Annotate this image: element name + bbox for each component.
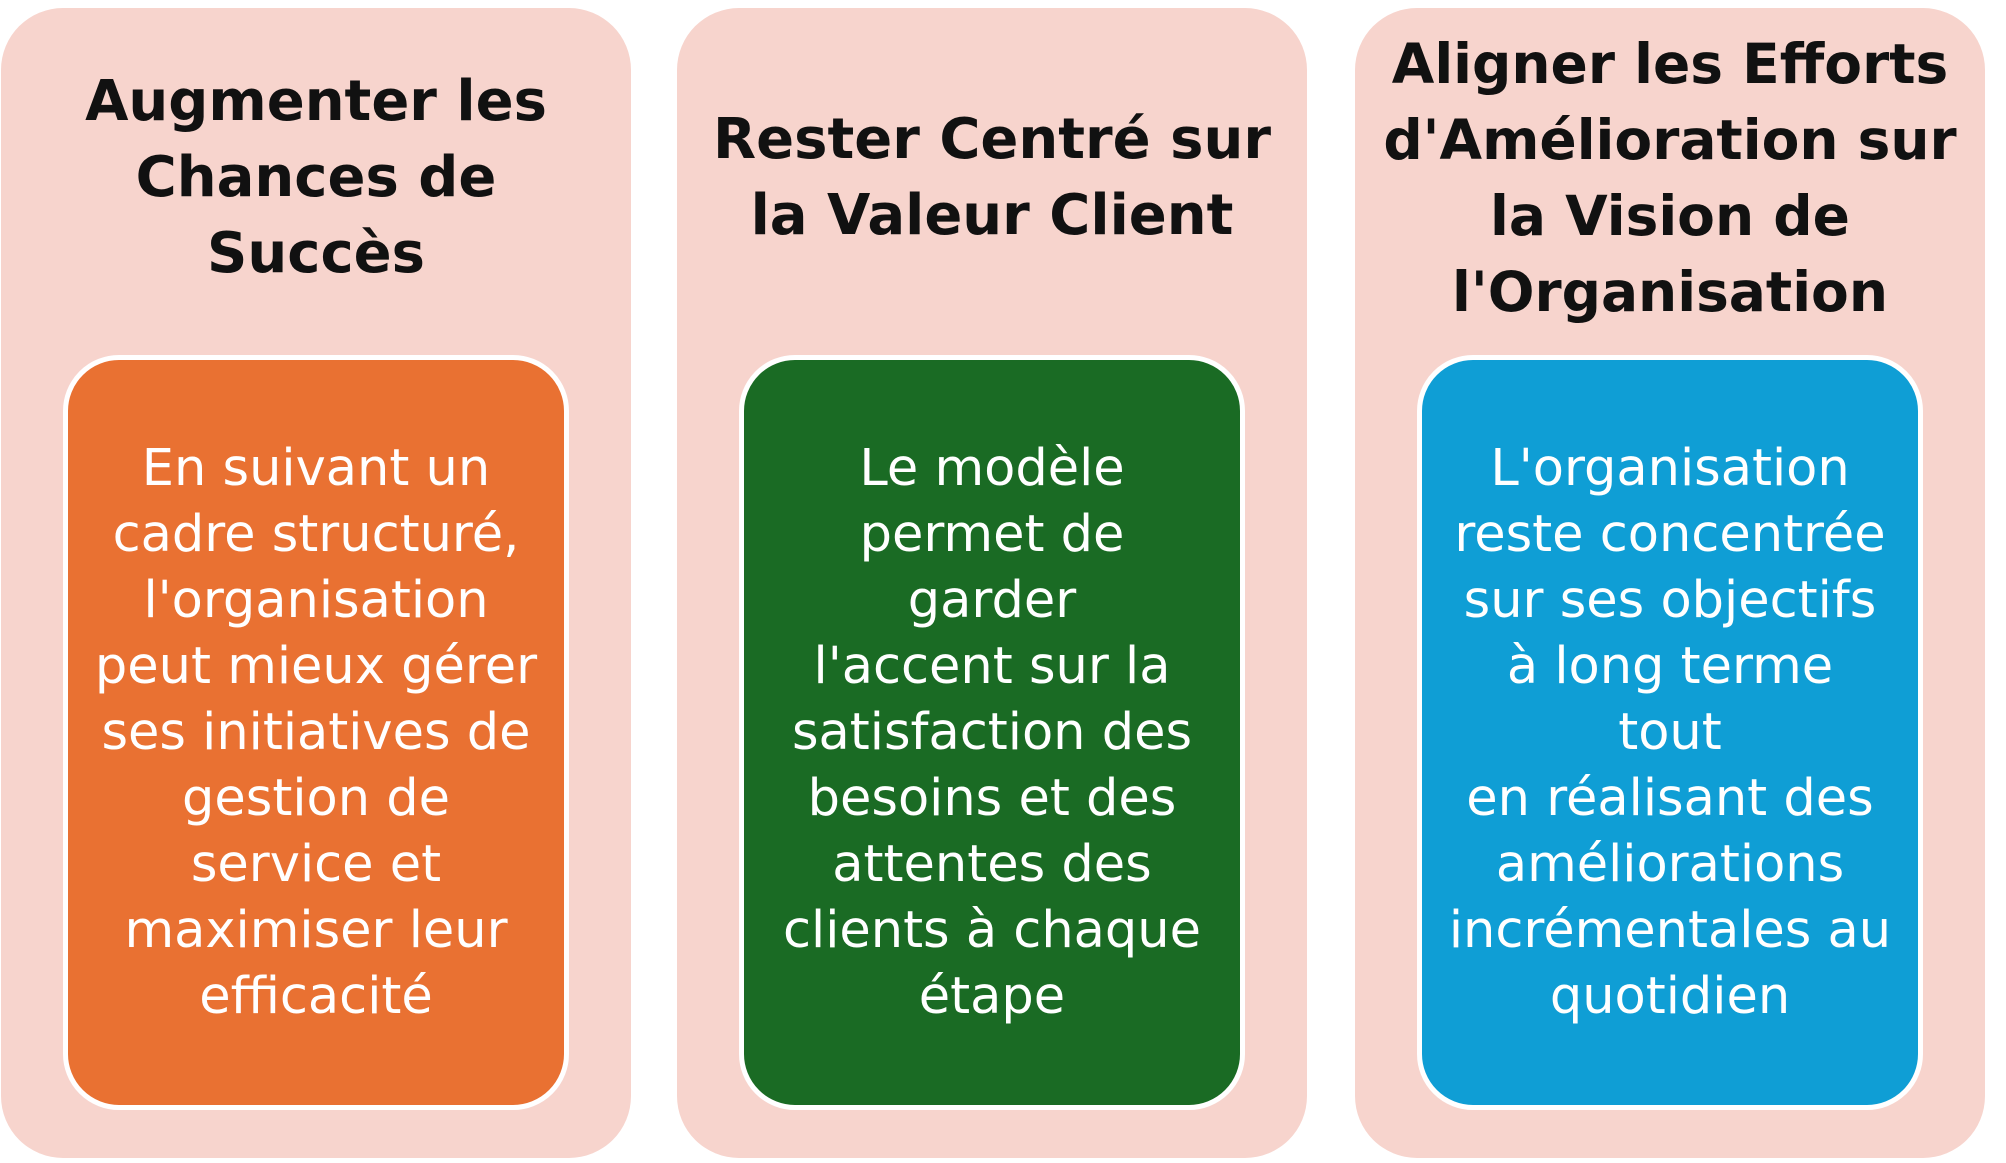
column-organization-vision: Aligner les Efforts d'Amélioration sur l… bbox=[1355, 8, 1985, 1158]
column-customer-value: Rester Centré sur la Valeur Client Le mo… bbox=[677, 8, 1307, 1158]
column-description-box: Le modèle permet de garder l'accent sur … bbox=[739, 355, 1245, 1110]
column-title: Augmenter les Chances de Succès bbox=[85, 69, 547, 286]
column-title: Aligner les Efforts d'Amélioration sur l… bbox=[1383, 32, 1957, 324]
column-description-box: L'organisation reste concentrée sur ses … bbox=[1417, 355, 1923, 1110]
column-success-chances: Augmenter les Chances de Succès En suiva… bbox=[1, 8, 631, 1158]
column-description-box: En suivant un cadre structuré, l'organis… bbox=[63, 355, 569, 1110]
column-title: Rester Centré sur la Valeur Client bbox=[713, 107, 1271, 248]
